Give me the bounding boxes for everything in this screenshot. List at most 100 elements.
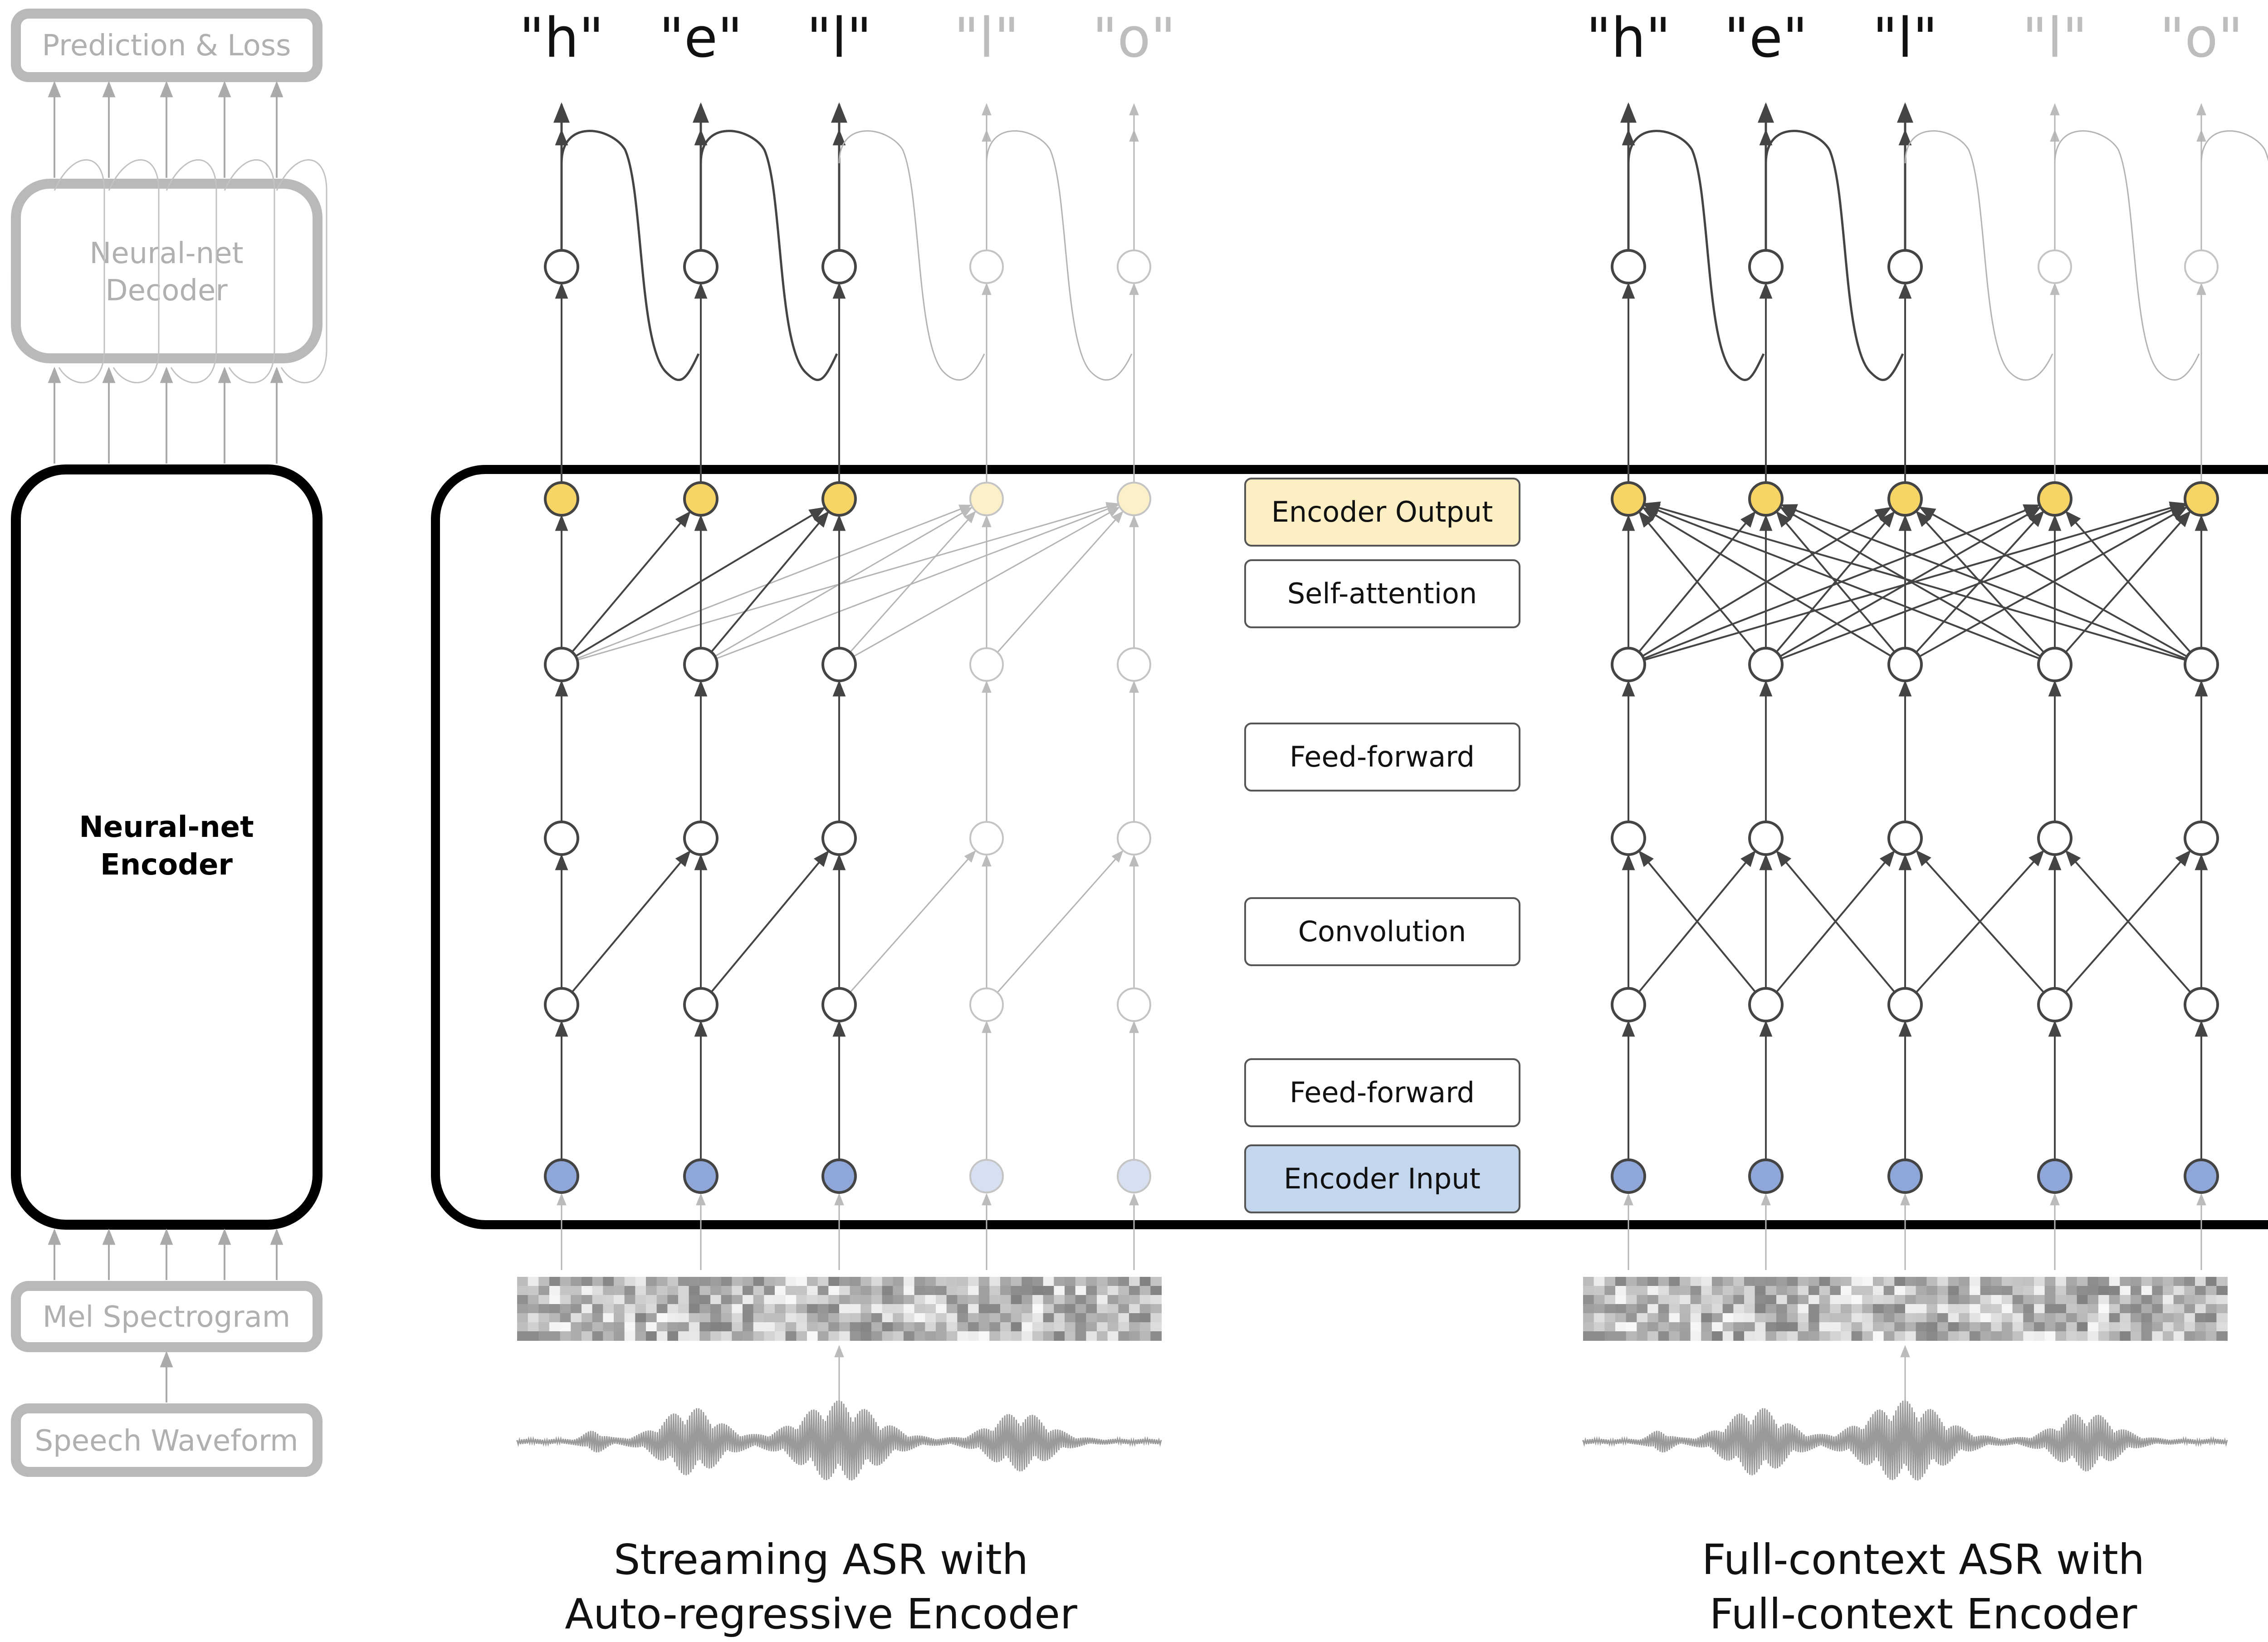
streaming-spectrogram-cell	[678, 1322, 689, 1332]
full-spectrogram-cell	[1626, 1322, 1637, 1332]
full-spectrogram-cell	[1593, 1277, 1605, 1286]
full-spectrogram-cell	[2120, 1286, 2131, 1295]
streaming-spectrogram-cell	[850, 1322, 861, 1332]
streaming-spectrogram-cell	[1086, 1286, 1097, 1295]
full-spectrogram-cell	[1948, 1286, 1960, 1295]
streaming-spectrogram-cell	[699, 1286, 711, 1295]
full-spectrogram-cell	[2012, 1313, 2024, 1323]
full-spectrogram-cell	[2087, 1304, 2099, 1314]
streaming-spectrogram-cell	[1075, 1295, 1087, 1305]
feed-forward-bottom-box	[1244, 1058, 1520, 1127]
full-spectrogram-cell	[2152, 1277, 2163, 1286]
streaming-spectrogram-cell	[1054, 1277, 1065, 1286]
streaming-spectrogram-cell	[528, 1304, 539, 1314]
streaming-spectrogram-cell	[678, 1295, 689, 1305]
full-spectrogram-cell	[2205, 1313, 2217, 1323]
streaming-spectrogram-cell	[807, 1322, 818, 1332]
full-spectrogram-cell	[1733, 1277, 1745, 1286]
full-input-node-2	[1887, 1158, 1923, 1194]
encoder-output-box	[1244, 478, 1520, 547]
streaming-spectrogram-cell	[646, 1295, 657, 1305]
full-spectrogram-cell	[1991, 1286, 2002, 1295]
streaming-spectrogram-cell	[656, 1331, 668, 1341]
streaming-spectrogram-cell	[571, 1277, 582, 1286]
streaming-spectrogram-cell	[1129, 1304, 1140, 1314]
full-spectrogram-cell	[2152, 1295, 2163, 1305]
full-spectrogram-cell	[2120, 1277, 2131, 1286]
streaming-tokens: "h" "e" "l" "l" "o"	[519, 7, 1176, 70]
full-spectrogram-cell	[1851, 1313, 1863, 1323]
streaming-spectrogram-cell	[1107, 1286, 1119, 1295]
full-spectrogram-cell	[2195, 1313, 2206, 1323]
full-spectrogram-cell	[1744, 1304, 1755, 1314]
full-spectrogram-cell	[1680, 1286, 1691, 1295]
full-spectrogram-cell	[1615, 1331, 1627, 1341]
streaming-spectrogram-cell	[710, 1331, 722, 1341]
streaming-spectrogram-cell	[614, 1322, 625, 1332]
full-spectrogram-cell	[1615, 1322, 1627, 1332]
full-spectrogram-cell	[1604, 1331, 1616, 1341]
streaming-spectrogram-cell	[1118, 1322, 1129, 1332]
full-spectrogram-cell	[2066, 1304, 2077, 1314]
full-spectrogram-cell	[1905, 1277, 1916, 1286]
streaming-spectrogram-cell	[968, 1322, 979, 1332]
streaming-spectrogram-cell	[656, 1295, 668, 1305]
full-spectrogram-cell	[2023, 1295, 2034, 1305]
streaming-spectrogram-cell	[1118, 1313, 1129, 1323]
full-spectrogram-cell	[1883, 1322, 1895, 1332]
full-spectrogram-cell	[1733, 1295, 1745, 1305]
full-spectrogram-cell	[2044, 1286, 2056, 1295]
full-spectrogram-cell	[1669, 1331, 1680, 1341]
streaming-spectrogram-cell	[603, 1322, 614, 1332]
feed-forward-bottom-label: Feed-forward	[1290, 1076, 1475, 1109]
streaming-spectrogram-cell	[904, 1304, 915, 1314]
streaming-spectrogram-cell	[624, 1331, 636, 1341]
full-spectrogram-cell	[2163, 1277, 2174, 1286]
streaming-spectrogram-cell	[646, 1286, 657, 1295]
streaming-spectrogram-cell	[1065, 1331, 1076, 1341]
full-spectrogram-cell	[1873, 1277, 1884, 1286]
full-spectrogram-cell	[2131, 1295, 2142, 1305]
full-attn-2-0	[1642, 507, 1892, 657]
streaming-spectrogram-cell	[743, 1313, 754, 1323]
streaming-spectrogram-cell	[978, 1304, 990, 1314]
full-spectrogram-cell	[2055, 1322, 2067, 1332]
full-spectrogram-cell	[1680, 1304, 1691, 1314]
full-spectrogram-cell	[1701, 1295, 1712, 1305]
full-conv-node-4	[2184, 987, 2219, 1022]
full-spectrogram-cell	[1604, 1322, 1616, 1332]
full-spectrogram-cell	[2152, 1286, 2163, 1295]
full-spectrogram-cell	[2141, 1295, 2153, 1305]
streaming-attn-0-4	[577, 502, 1119, 661]
full-spectrogram-cell	[2098, 1304, 2110, 1314]
streaming-spectrogram-cell	[1011, 1295, 1022, 1305]
full-spectrogram-cell	[1851, 1322, 1863, 1332]
full-spectrogram-cell	[2098, 1331, 2110, 1341]
streaming-spectrogram-cell	[582, 1286, 593, 1295]
full-spectrogram-cell	[1647, 1286, 1659, 1295]
streaming-spectrogram-cell	[560, 1322, 572, 1332]
streaming-input-node-0	[544, 1158, 579, 1194]
streaming-conv-node-3	[969, 987, 1004, 1022]
full-ff-node-4	[2184, 821, 2219, 856]
full-spectrogram-cell	[1830, 1277, 1841, 1286]
full-spectrogram-cell	[1755, 1277, 1766, 1286]
streaming-spectrogram-cell	[882, 1331, 894, 1341]
streaming-ff-node-2	[821, 821, 857, 856]
full-spectrogram-cell	[2066, 1322, 2077, 1332]
full-spectrogram-cell	[2109, 1331, 2121, 1341]
full-spectrogram-cell	[1798, 1322, 1809, 1332]
full-spectrogram-cell	[2141, 1304, 2153, 1314]
streaming-attn-1-3	[714, 507, 973, 657]
streaming-output-node-2	[821, 481, 857, 517]
streaming-spectrogram-cell	[753, 1304, 765, 1314]
full-spectrogram-cell	[1830, 1295, 1841, 1305]
streaming-spectrogram-cell	[1129, 1331, 1140, 1341]
full-spectrogram-cell	[2012, 1286, 2024, 1295]
streaming-spectrogram-cell	[1000, 1304, 1012, 1314]
full-spectrogram-cell	[1712, 1295, 1723, 1305]
streaming-spectrogram-cell	[538, 1304, 550, 1314]
streaming-input-node-4	[1117, 1159, 1151, 1193]
streaming-spectrogram-cell	[904, 1331, 915, 1341]
streaming-spectrogram-cell	[689, 1331, 700, 1341]
